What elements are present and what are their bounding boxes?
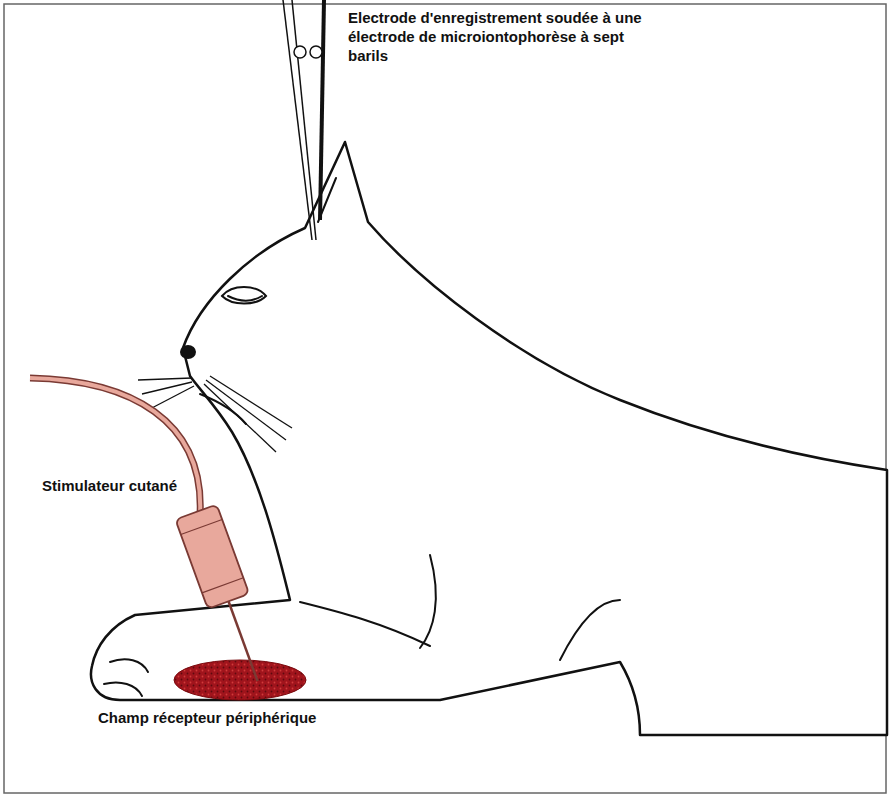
electrode-label: Electrode d'enregistrement soudée à une …	[348, 8, 668, 65]
stimulator-label: Stimulateur cutané	[40, 476, 179, 495]
stimulator-cable	[30, 378, 200, 515]
receptive-field	[174, 660, 306, 700]
field-label: Champ récepteur périphérique	[98, 708, 316, 727]
skin-stimulator	[175, 504, 278, 688]
stimulator-cable	[30, 378, 200, 515]
recording-electrode	[283, 0, 324, 240]
cat-outline	[91, 142, 887, 735]
cat-nose	[180, 345, 196, 359]
